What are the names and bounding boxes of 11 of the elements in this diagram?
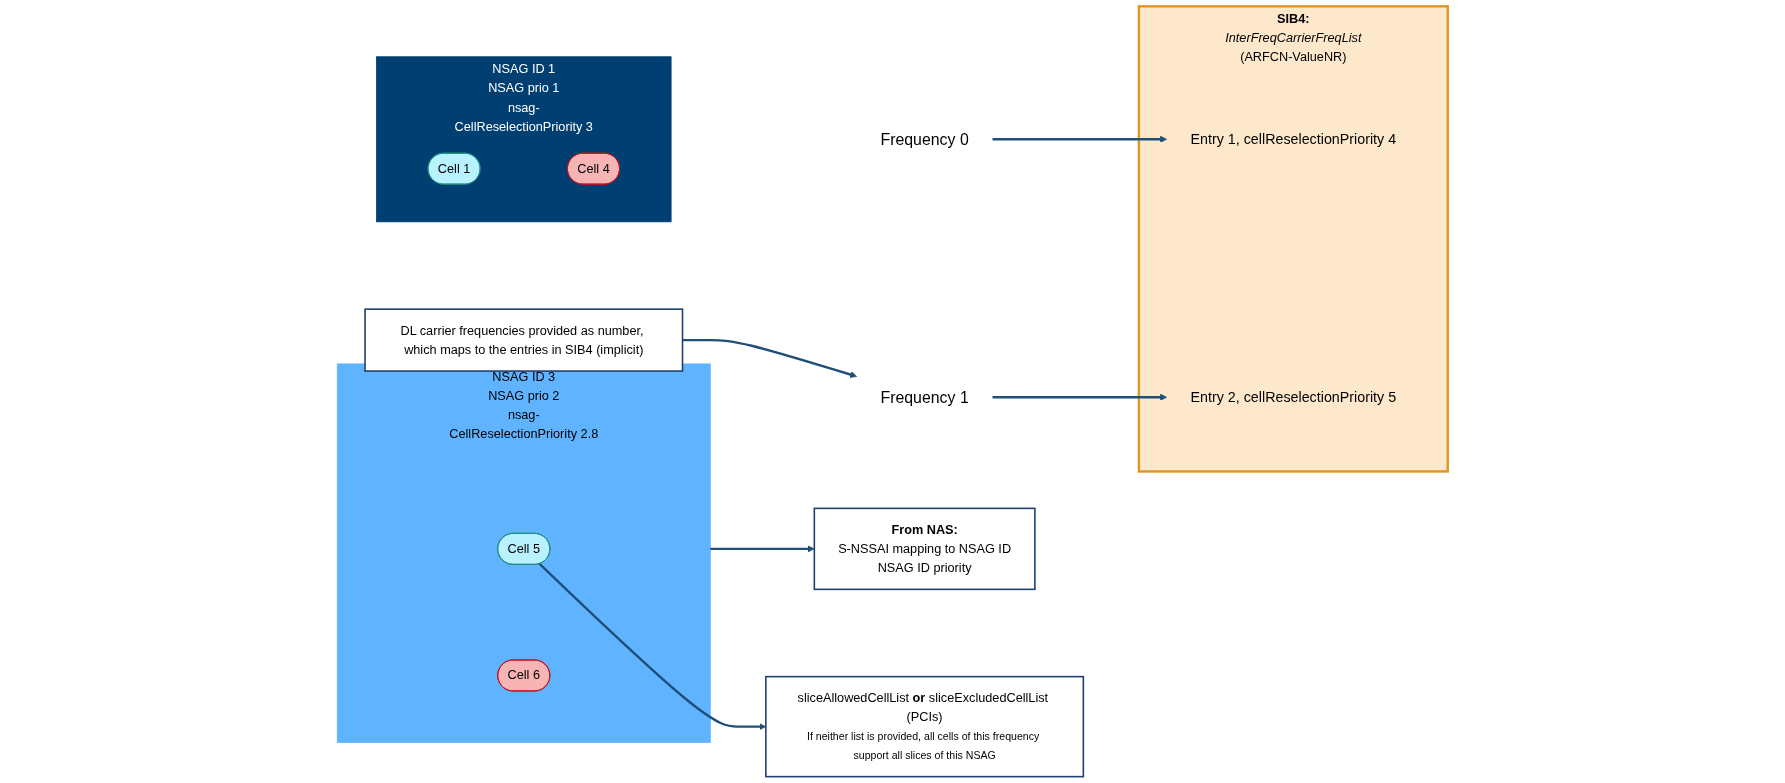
node-text: Entry 2, cellReselectionPriority 5 bbox=[1190, 388, 1397, 405]
arrow bbox=[682, 338, 857, 378]
arrow bbox=[710, 545, 815, 553]
node-box: From NAS: S-NSSAI mapping to NSAG ID NSAG ID priority bbox=[813, 507, 1036, 591]
arrow bbox=[992, 135, 1167, 143]
node-text: Entry 1, cellReselectionPriority 4 bbox=[1190, 130, 1397, 147]
node-box: sliceAllowedCellList or sliceExcludedCellList (PCIs) If neither list is provided, all cells of this frequency support all slices of this NSAG bbox=[765, 675, 1085, 778]
node-text: Frequency 0 bbox=[880, 130, 969, 149]
node-box: DL carrier frequencies provided as number, which maps to the entries in SIB4 (implicit) bbox=[364, 308, 684, 372]
arrow bbox=[992, 393, 1167, 401]
node-text: Frequency 1 bbox=[880, 388, 969, 406]
